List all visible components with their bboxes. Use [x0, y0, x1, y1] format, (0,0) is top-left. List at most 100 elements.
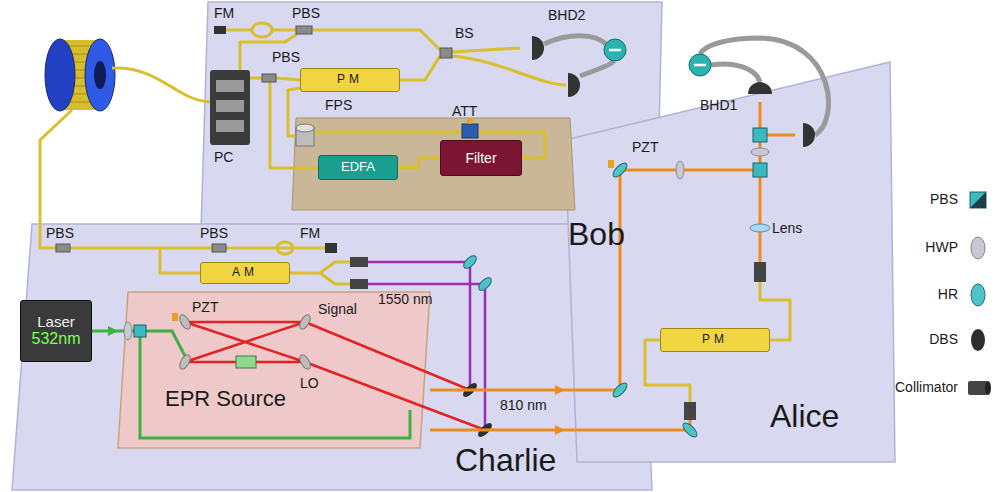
- legend-entry: PBS: [930, 192, 958, 207]
- detectors: [604, 39, 626, 61]
- legend-entry: Collimator: [895, 380, 958, 395]
- component-label: PBS: [272, 50, 300, 65]
- legend-entry: HWP: [925, 240, 958, 255]
- region-shape: [12, 224, 652, 490]
- modulator-box: PM: [660, 328, 770, 352]
- component-label: PZT: [632, 140, 658, 155]
- legend-icons: [968, 192, 991, 395]
- lab-panel: Alice PM: [565, 62, 895, 462]
- region-title: Alice: [770, 398, 839, 435]
- free-space-optics: [124, 322, 132, 340]
- free-space-optics: [753, 128, 767, 142]
- component-label: Signal: [318, 302, 357, 317]
- legend-entry: DBS: [929, 332, 958, 347]
- free-space-optics: [608, 160, 614, 168]
- region-shape: [118, 292, 430, 448]
- component-name: 532nm: [32, 330, 81, 348]
- optical-fiber: [70, 247, 212, 250]
- legend-icons: [971, 329, 985, 351]
- region-title: EPR Source: [165, 386, 286, 411]
- optical-fiber: [250, 77, 262, 80]
- component-label: 810 nm: [500, 398, 547, 413]
- component-name: EDFA: [341, 160, 375, 175]
- component-label: LO: [300, 376, 319, 391]
- component-name: AM: [232, 266, 258, 280]
- legend-entry: HR: [938, 287, 958, 302]
- fiber-spool: [45, 39, 115, 111]
- component-label: PBS: [200, 226, 228, 241]
- source-region: EPR Source: [118, 292, 430, 448]
- detectors: [748, 82, 772, 94]
- region-outline: [118, 292, 430, 448]
- fiber-components: [440, 48, 452, 58]
- fiber-spool: [94, 61, 106, 89]
- free-space-optics: [751, 148, 769, 156]
- polarization-controller: [216, 120, 244, 132]
- component-label: FPS: [325, 98, 352, 113]
- beam-arrow: [92, 330, 118, 333]
- component-label: PC: [214, 150, 233, 165]
- free-space-optics: [236, 356, 256, 368]
- optical-fiber: [276, 78, 300, 80]
- component-label: 1550 nm: [378, 292, 432, 307]
- component-label: PBS: [46, 226, 74, 241]
- optical-fiber: [314, 131, 462, 134]
- lab-panel: Bob PM EDFA Filter: [200, 2, 662, 262]
- tan-platform: [292, 118, 575, 210]
- lab-panel: Charlie AM Laser532nmEPR Source: [12, 224, 652, 490]
- fiber-components: [350, 257, 368, 267]
- polarization-controller: [210, 70, 250, 145]
- region-shape: [565, 62, 895, 462]
- detectors: [609, 49, 621, 52]
- beam-arrow: [430, 429, 565, 432]
- polarization-controller: [216, 100, 244, 112]
- free-space-optics: [676, 161, 684, 179]
- fiber-components: [296, 124, 314, 132]
- region-outline: [565, 62, 895, 462]
- component-label: FM: [214, 6, 234, 21]
- region-title: Bob: [568, 216, 625, 253]
- free-space-optics: [134, 325, 146, 337]
- component-label: Lens: [772, 221, 802, 236]
- fiber-components: [754, 262, 766, 282]
- free-space-optics: [753, 163, 767, 177]
- component-name: Filter: [465, 150, 496, 166]
- filter-box: Filter: [440, 140, 522, 176]
- region-title: Charlie: [455, 442, 556, 479]
- fiber-components: [262, 74, 276, 82]
- fiber-components: [212, 244, 226, 252]
- fiber-spool: [85, 39, 115, 111]
- component-name: PM: [702, 333, 728, 347]
- legend-icons: [971, 237, 985, 259]
- legend-icons: [971, 284, 985, 306]
- modulator-box: PM: [300, 68, 400, 92]
- optical-fiber: [226, 29, 252, 32]
- component-label: BS: [455, 26, 474, 41]
- region-shape: [200, 2, 662, 262]
- component-label: BHD1: [700, 98, 737, 113]
- legend-icons: [985, 381, 991, 395]
- component-label: ATT: [452, 104, 477, 119]
- fiber-components: [684, 402, 696, 420]
- fiber-components: [350, 279, 368, 289]
- free-space-optics: [172, 313, 178, 321]
- fiber-components: [462, 124, 478, 138]
- alice-beams: [759, 102, 762, 262]
- polarization-controller: [210, 70, 250, 145]
- component-label: BHD2: [548, 8, 585, 23]
- detectors: [711, 64, 760, 82]
- fiber-spool: [45, 39, 75, 111]
- component-label: PZT: [192, 300, 218, 315]
- amplifier-box: EDFA: [318, 155, 398, 180]
- detectors: [694, 64, 706, 67]
- laser-box: Laser532nm: [20, 300, 92, 362]
- polarization-controller: [216, 80, 244, 92]
- component-name: Laser: [37, 313, 75, 330]
- fiber-components: [296, 26, 312, 34]
- component-name: PM: [337, 73, 363, 87]
- detectors: [689, 54, 711, 76]
- tan-platform: [292, 118, 575, 210]
